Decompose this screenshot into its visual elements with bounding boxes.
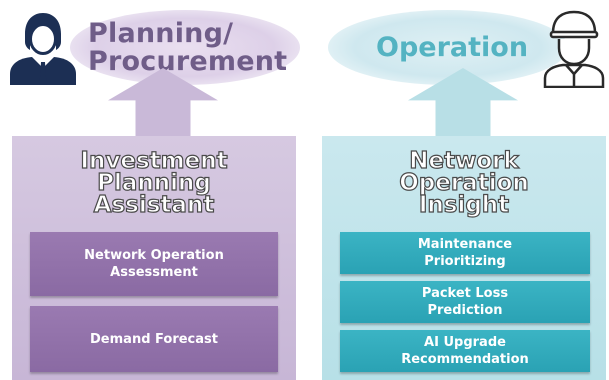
maintenance-prioritizing-box: Maintenance Prioritizing [340, 232, 590, 274]
businessman-icon [10, 13, 76, 85]
planning-title-line2: Procurement [88, 46, 288, 77]
worker-icon [543, 10, 605, 88]
box-text-line: Recommendation [401, 352, 529, 367]
box-text-line: Prioritizing [424, 254, 506, 269]
planning-procurement-title: Planning/ Procurement [88, 20, 328, 76]
box-text-line: Assessment [110, 265, 198, 280]
ai-upgrade-recommendation-box: AI Upgrade Recommendation [340, 330, 590, 372]
panel-title-line: Assistant [93, 192, 215, 218]
panel-title-line: Investment [80, 148, 228, 174]
box-text-line: AI Upgrade [424, 335, 506, 350]
network-operation-assessment-box: Network Operation Assessment [30, 232, 278, 296]
box-text-line: Demand Forecast [90, 331, 218, 347]
operation-header-ellipse [328, 10, 568, 85]
network-operation-insight-title: Network Operation Insight [322, 148, 606, 218]
panel-title-line: Operation [399, 170, 530, 196]
panel-title-line: Insight [418, 192, 510, 218]
planning-title-line1: Planning/ [88, 18, 234, 49]
planning-header-ellipse [70, 10, 300, 85]
investment-planning-assistant-title: Investment Planning Assistant [12, 148, 296, 218]
box-text-line: Prediction [427, 303, 503, 318]
panel-title-line: Planning [97, 170, 212, 196]
packet-loss-prediction-box: Packet Loss Prediction [340, 281, 590, 323]
demand-forecast-box: Demand Forecast [30, 306, 278, 372]
box-text-line: Network Operation [84, 248, 224, 263]
panel-title-line: Network [409, 148, 520, 174]
box-text-line: Packet Loss [421, 286, 509, 301]
operation-title: Operation [376, 32, 529, 63]
box-text-line: Maintenance [417, 237, 513, 252]
